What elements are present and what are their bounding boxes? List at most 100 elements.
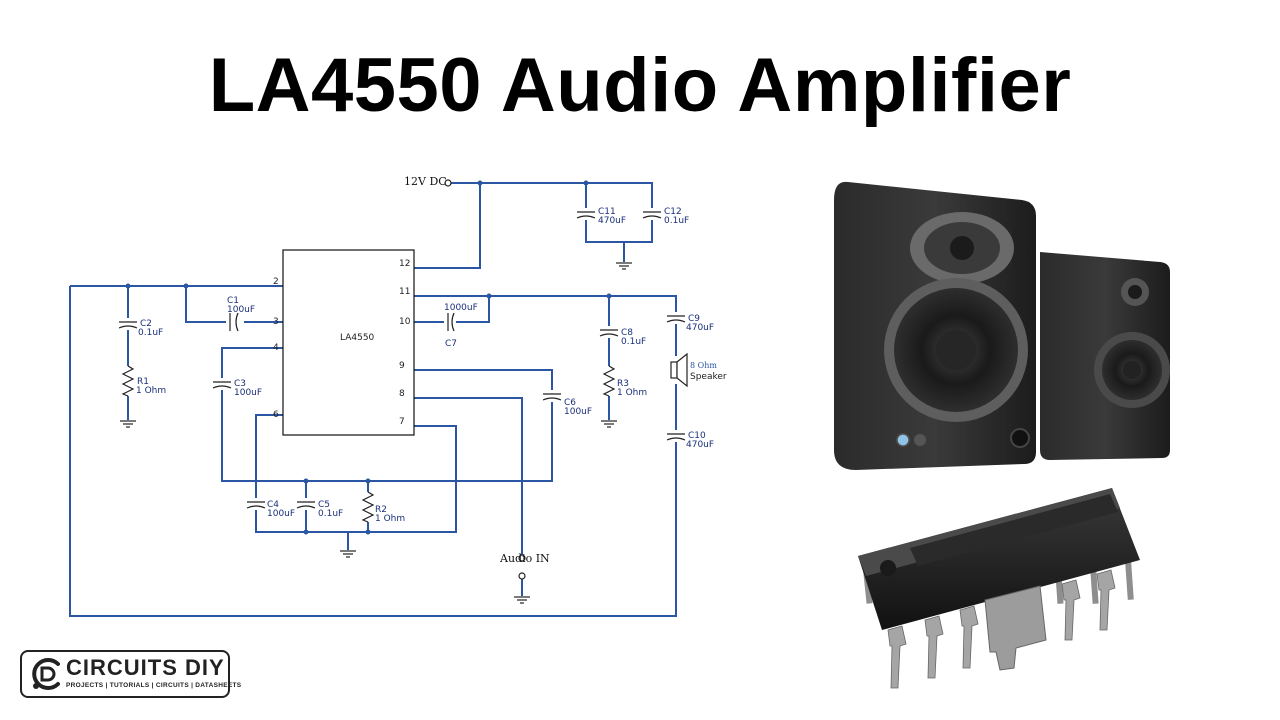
chip-heat-tab — [984, 585, 1047, 671]
resistor-r1 — [121, 365, 135, 397]
pin-label: 6 — [273, 410, 279, 420]
capacitor-symbols — [118, 211, 686, 509]
capacitor-c5 — [296, 501, 316, 509]
speaker-name: Speaker — [690, 372, 727, 382]
led-icon — [896, 433, 910, 447]
capacitor-c7 — [447, 312, 455, 332]
dip-ic-chip-illustration — [858, 488, 1140, 689]
chip-pin — [1061, 579, 1081, 641]
circuits-diy-logo[interactable]: CIRCUITS DIY PROJECTS | TUTORIALS | CIRC… — [20, 650, 241, 698]
pin-label: 11 — [399, 287, 410, 297]
component-ref: C5 — [318, 500, 330, 510]
circuits-diy-logo-icon — [32, 658, 60, 690]
component-value: 1 Ohm — [136, 386, 166, 396]
pin-label: 8 — [399, 389, 405, 399]
component-ref: C2 — [140, 319, 152, 329]
junction-dot — [303, 529, 309, 535]
capacitor-c6 — [542, 393, 562, 401]
logo-name: CIRCUITS DIY — [66, 655, 225, 680]
chip-pin — [1124, 559, 1134, 600]
speaker-rating: 8 Ohm — [690, 361, 717, 370]
junction-dot — [303, 478, 309, 484]
capacitor-c9 — [666, 315, 686, 323]
chip-pin — [1090, 565, 1099, 604]
ground-icon — [120, 420, 136, 428]
chip-pins-front — [887, 569, 1116, 689]
component-ref: R3 — [617, 379, 629, 389]
audio-in-label: Audio IN — [499, 552, 550, 565]
ground-icon — [514, 596, 530, 604]
chip-pin — [924, 615, 944, 679]
component-value: 0.1uF — [138, 328, 163, 338]
component-ref: C6 — [564, 398, 576, 408]
audio-input-terminal: Audio IN — [499, 552, 550, 580]
capacitor-c11 — [576, 211, 596, 219]
pin-label: 10 — [399, 317, 411, 327]
component-value: 100uF — [564, 407, 592, 417]
junction-dot — [606, 293, 612, 299]
component-ref: C12 — [664, 207, 682, 217]
volume-knob-icon — [1010, 428, 1030, 448]
component-value: 470uF — [686, 323, 714, 333]
component-ref: C9 — [688, 314, 700, 324]
supply-terminal: 12V DC — [404, 175, 452, 188]
component-labels: C1 100uF C2 0.1uF R1 1 Ohm C3 100uF C4 1… — [136, 207, 714, 524]
component-ref: R1 — [137, 377, 149, 387]
resistor-symbols — [121, 365, 616, 523]
ground-icon — [616, 262, 632, 270]
component-value: 470uF — [686, 440, 714, 450]
resistor-r2 — [361, 491, 375, 523]
supply-label: 12V DC — [404, 175, 447, 188]
component-value: 1000uF — [444, 303, 478, 313]
woofer-cap-icon — [936, 330, 976, 370]
ic-la4550: LA4550 2 3 4 6 12 11 10 9 8 7 — [273, 249, 415, 436]
wiring — [69, 182, 677, 617]
chip-pin — [887, 625, 907, 689]
speaker-icon: 8 Ohm Speaker — [670, 352, 727, 388]
chip-pin — [959, 605, 979, 669]
logo-tagline: PROJECTS | TUTORIALS | CIRCUITS | DATASH… — [66, 682, 242, 689]
pin-label: 4 — [273, 343, 279, 353]
component-value: 470uF — [598, 216, 626, 226]
page-title: LA4550 Audio Amplifier — [208, 43, 1072, 128]
component-value: 100uF — [234, 388, 262, 398]
woofer-cap-icon — [1123, 361, 1141, 379]
junction-dots — [125, 180, 612, 535]
component-value: 0.1uF — [318, 509, 343, 519]
junction-dot — [477, 180, 483, 186]
junction-dot — [583, 180, 589, 186]
component-ref: C11 — [598, 207, 616, 217]
component-value: 100uF — [227, 305, 255, 315]
ic-label: LA4550 — [340, 333, 375, 343]
ground-icon — [340, 550, 356, 558]
component-ref: C3 — [234, 379, 246, 389]
capacitor-c3 — [212, 381, 232, 389]
component-ref: C10 — [688, 431, 706, 441]
junction-dot — [486, 293, 492, 299]
pin-label: 9 — [399, 361, 405, 371]
component-ref: C8 — [621, 328, 633, 338]
capacitor-c10 — [666, 433, 686, 441]
component-value: 1 Ohm — [375, 514, 405, 524]
component-ref: C1 — [227, 296, 239, 306]
chip-top-stripe — [910, 494, 1118, 566]
component-ref: R2 — [375, 505, 387, 515]
component-value: 100uF — [267, 509, 295, 519]
chip-notch-icon — [880, 560, 896, 576]
chip-pin — [1096, 569, 1116, 631]
resistor-r3 — [602, 365, 616, 397]
pin-label: 12 — [399, 259, 410, 269]
pin-label: 2 — [273, 277, 279, 287]
tweeter-dome-icon — [1128, 285, 1142, 299]
pin-label: 7 — [399, 417, 405, 427]
capacitor-c4 — [246, 501, 266, 509]
tweeter-dome-icon — [950, 236, 974, 260]
component-value: 0.1uF — [664, 216, 689, 226]
capacitor-c12 — [642, 211, 662, 219]
component-ref: C4 — [267, 500, 279, 510]
capacitor-c8 — [599, 329, 619, 337]
pin-label: 3 — [273, 317, 279, 327]
component-value: 1 Ohm — [617, 388, 647, 398]
junction-dot — [365, 478, 371, 484]
